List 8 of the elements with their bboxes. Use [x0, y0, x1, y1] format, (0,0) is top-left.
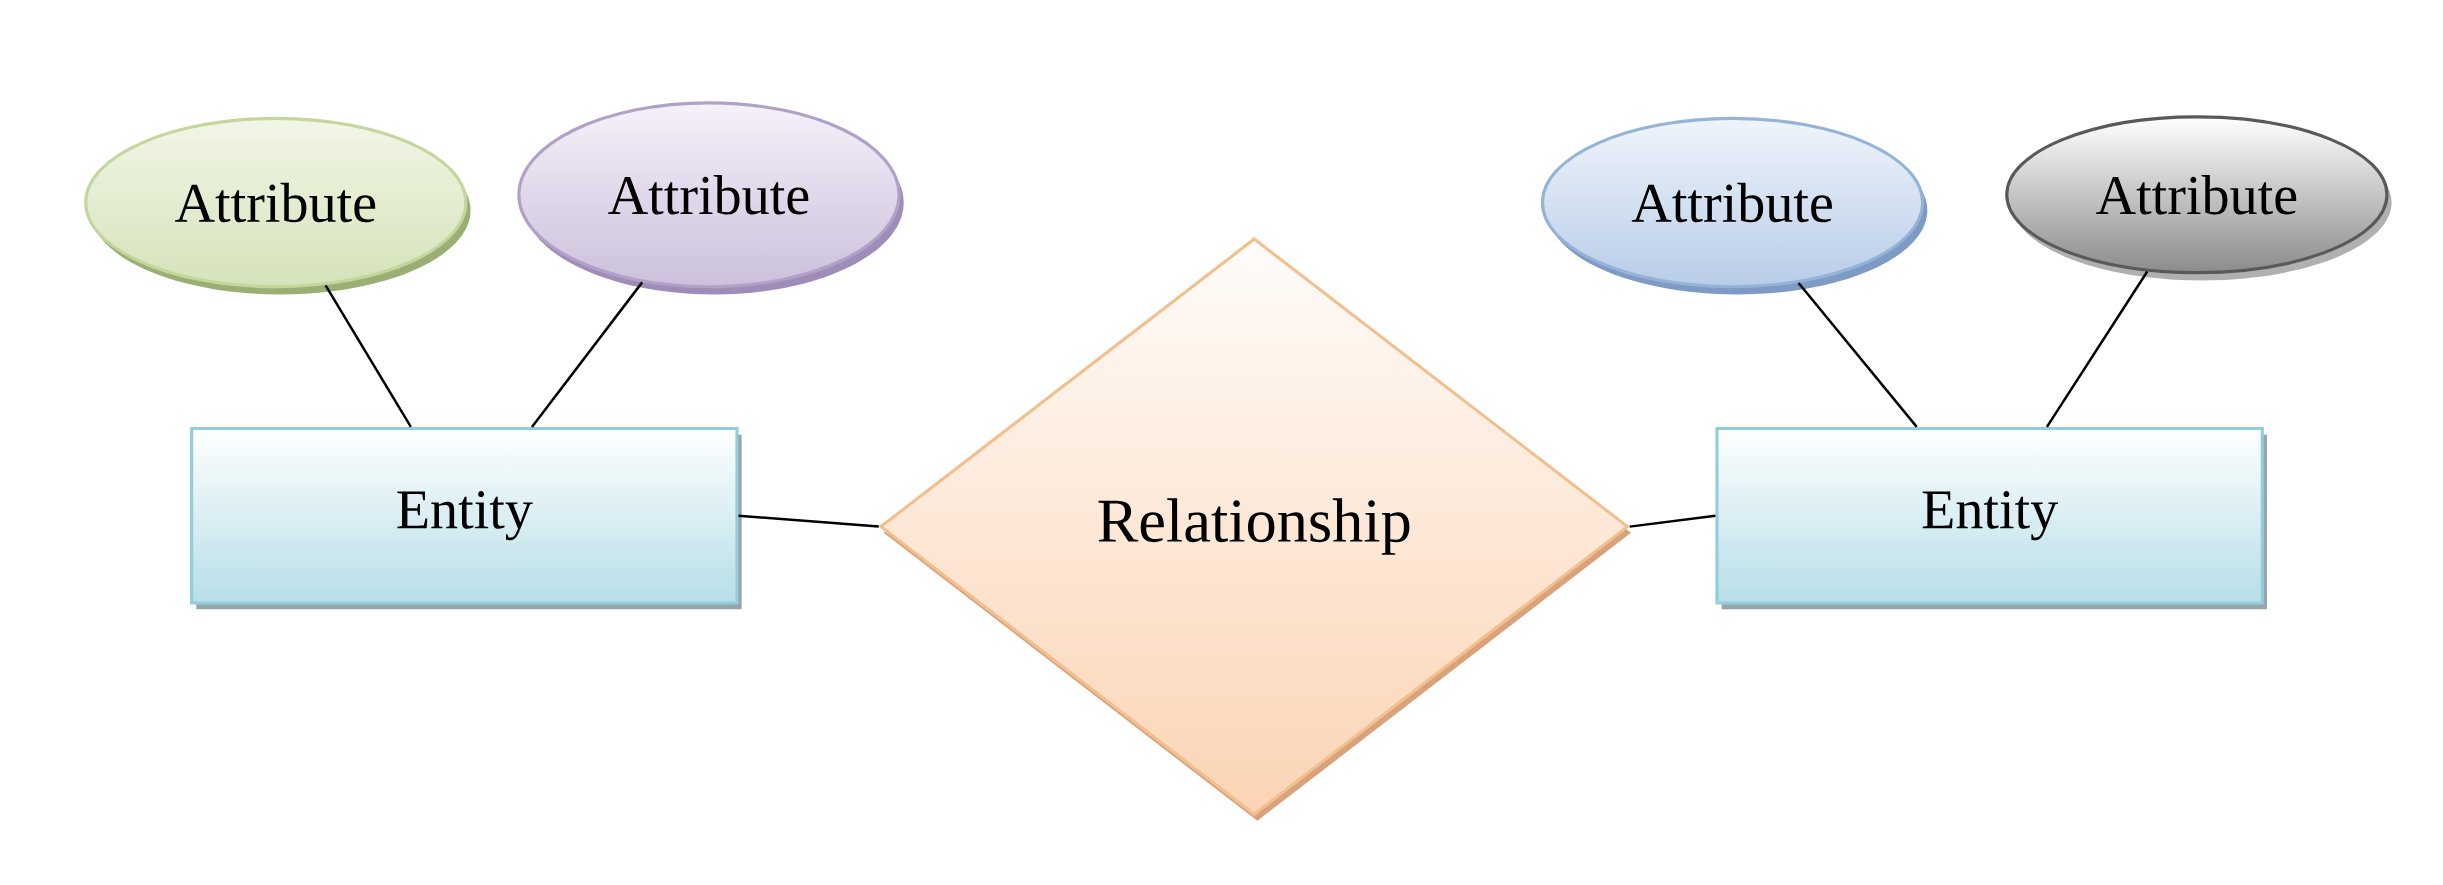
connector-line — [2045, 270, 2149, 428]
connector-line — [324, 284, 412, 428]
entity-box: Entity — [1715, 426, 2267, 610]
connector-line — [738, 514, 879, 528]
connector-line — [1797, 282, 1918, 428]
connector-line — [530, 281, 644, 428]
connector-line — [1629, 514, 1716, 528]
entity-box: Entity — [190, 426, 742, 610]
